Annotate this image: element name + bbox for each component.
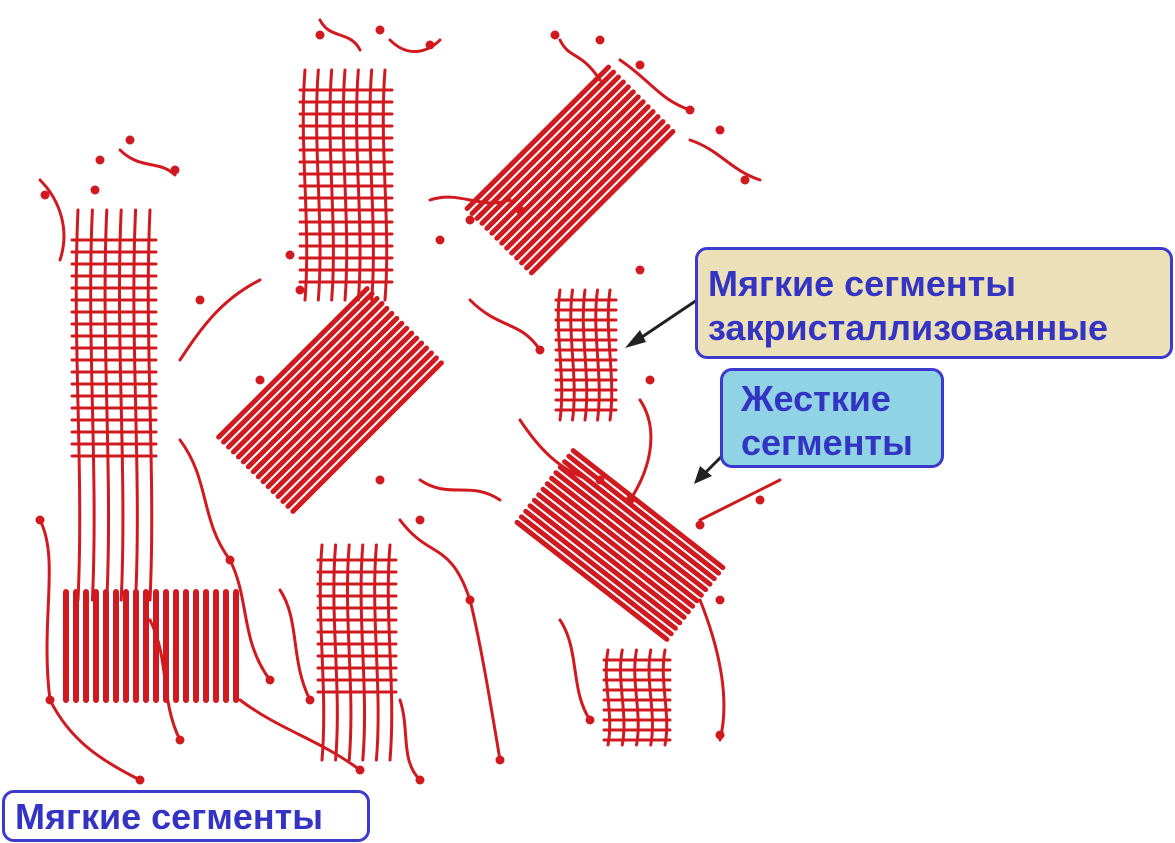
label-soft-crystallized-line2: закристаллизованные [708, 306, 1160, 350]
chain-node [596, 476, 605, 485]
chain-node [306, 696, 315, 705]
polymer-chain [700, 480, 780, 520]
chain-node [741, 176, 750, 185]
chain-node [91, 186, 100, 195]
chain-node [96, 156, 105, 165]
polymer-chain [470, 600, 500, 760]
polymer-chain [388, 545, 391, 760]
chain-node [126, 136, 135, 145]
label-soft-crystallized-segments: Мягкие сегменты закристаллизованные [695, 247, 1173, 359]
chain-node [756, 496, 765, 505]
chain-node [266, 676, 275, 685]
chain-node [686, 106, 695, 115]
label-soft-text: Мягкие сегменты [15, 795, 357, 839]
chain-node [496, 756, 505, 765]
chain-node [716, 126, 725, 135]
chain-node [286, 251, 295, 260]
polymer-chain [552, 478, 702, 595]
label-hard-line2: сегменты [741, 421, 931, 465]
chain-node [41, 191, 50, 200]
polymer-chain [560, 40, 600, 80]
polymer-chain [539, 495, 689, 612]
polymer-chain [50, 700, 140, 780]
polymer-chain [547, 484, 697, 601]
chain-node [466, 216, 475, 225]
chain-node [171, 166, 180, 175]
chain-node [586, 716, 595, 725]
polymer-chain [105, 210, 108, 600]
chain-node [256, 376, 265, 385]
polymer-chain [543, 489, 693, 606]
chain-node [716, 731, 725, 740]
chain-node [416, 516, 425, 525]
chain-node [596, 36, 605, 45]
polymer-chain [180, 280, 260, 360]
chain-node [296, 286, 305, 295]
polymer-chain [180, 440, 230, 560]
polymer-chain [400, 520, 470, 600]
chain-node [176, 736, 185, 745]
polymer-chain [700, 600, 724, 740]
label-hard-segments: Жесткие сегменты [720, 368, 944, 468]
polymer-chain [40, 520, 50, 700]
chain-node [516, 206, 525, 215]
polymer-chain [76, 210, 79, 600]
label-hard-line1: Жесткие [741, 377, 931, 421]
chain-node [626, 496, 635, 505]
polymer-chain [334, 545, 337, 760]
polymer-chain [375, 545, 378, 760]
chain-node [316, 31, 325, 40]
polymer-chain [560, 620, 590, 720]
polymer-chain [690, 140, 760, 180]
polymer-chain [148, 210, 151, 600]
polymer-chain [361, 545, 364, 760]
polymer-chain [347, 545, 350, 760]
polymer-chain [630, 400, 651, 500]
polymer-chain [91, 210, 94, 600]
chain-node [551, 31, 560, 40]
chain-node [416, 776, 425, 785]
polymer-chain [320, 20, 360, 50]
polymer-chain [420, 480, 500, 500]
polymer-chain [120, 150, 175, 175]
chain-node [136, 776, 145, 785]
polymer-chains [36, 20, 781, 785]
chain-node [636, 266, 645, 275]
polymer-chain [240, 700, 360, 770]
chain-node [426, 41, 435, 50]
chain-node [646, 376, 655, 385]
chain-node [716, 596, 725, 605]
polymer-chain [320, 545, 323, 760]
chain-node [436, 236, 445, 245]
chain-node [466, 596, 475, 605]
chain-node [376, 476, 385, 485]
polymer-chain [280, 590, 310, 700]
chain-node [46, 696, 55, 705]
chain-node [356, 766, 365, 775]
label-soft-crystallized-line1: Мягкие сегменты [708, 262, 1160, 306]
arrow-head-soft-crystallized [625, 330, 646, 348]
polymer-chain [470, 300, 540, 350]
polymer-chain [134, 210, 137, 600]
chain-node [536, 346, 545, 355]
label-soft-segments: Мягкие сегменты [2, 790, 370, 842]
chain-node [196, 296, 205, 305]
chain-node [636, 61, 645, 70]
chain-node [226, 556, 235, 565]
chain-node [696, 521, 705, 530]
polymer-chain [400, 700, 420, 780]
polymer-chain [119, 210, 122, 600]
chain-node [36, 516, 45, 525]
chain-node [376, 26, 385, 35]
